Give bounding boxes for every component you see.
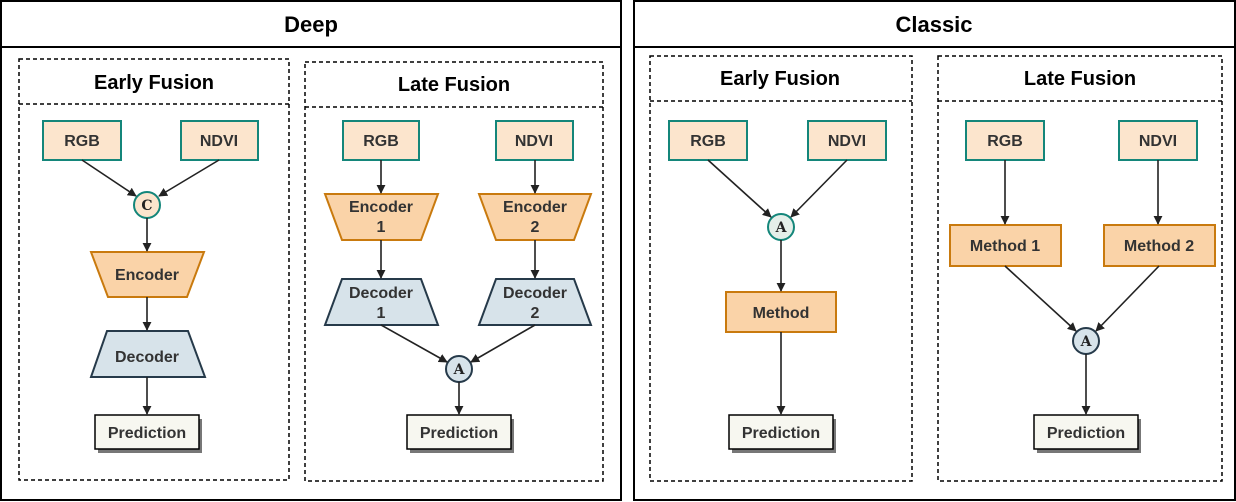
deep-early-rgb-label: RGB: [64, 133, 100, 150]
classic-early-fusion-group: Early Fusion RGB NDVI A Method Predictio…: [649, 55, 913, 482]
classic-early-prediction-label: Prediction: [742, 425, 820, 442]
edge-classic-late-method-2-to-aggregate: [1095, 265, 1160, 332]
deep-late-encoder-1-label-line2: 1: [377, 219, 386, 236]
deep-panel: Deep Early Fusion RGB NDVI C Encoder Dec…: [0, 0, 622, 501]
deep-late-decoder-1-node: [323, 278, 440, 326]
deep-early-ndvi-label: NDVI: [200, 133, 238, 150]
classic-late-fusion-title: Late Fusion: [1024, 68, 1136, 90]
deep-late-ndvi-label: NDVI: [515, 133, 553, 150]
deep-late-decoder-2-label-line1: Decoder: [503, 285, 567, 302]
deep-early-fusion-box: [18, 58, 290, 481]
deep-early-decoder-label: Decoder: [115, 349, 179, 366]
deep-late-decoder-2-node: [477, 278, 593, 326]
deep-late-ndvi-node: [495, 120, 574, 161]
classic-early-fusion-title: Early Fusion: [720, 68, 840, 90]
deep-late-decoder-2-label-line2: 2: [531, 305, 540, 322]
deep-late-fusion-title: Late Fusion: [398, 74, 510, 96]
edge-deep-late-decoder-2-to-aggregate: [470, 324, 536, 363]
deep-late-encoder-1-node: [323, 193, 440, 241]
edge-classic-early-ndvi-to-aggregate: [790, 159, 848, 218]
deep-late-fusion-group: Late Fusion RGB NDVI Encoder 1 Encoder 2…: [304, 61, 604, 482]
deep-late-rgb-node: [342, 120, 420, 161]
edge-classic-late-method-1-to-aggregate: [1004, 265, 1077, 332]
deep-early-prediction-label: Prediction: [108, 425, 186, 442]
classic-early-prediction-node: [728, 414, 834, 450]
classic-early-rgb-label: RGB: [690, 133, 726, 150]
deep-early-encoder-node: [89, 251, 206, 298]
edge-classic-early-rgb-to-aggregate: [707, 159, 772, 218]
classic-late-ndvi-label: NDVI: [1139, 133, 1177, 150]
deep-late-decoder-1-label-line1: Decoder: [349, 285, 413, 302]
classic-late-method-2-label: Method 2: [1124, 238, 1194, 255]
deep-late-decoder-1-label-line2: 1: [377, 305, 386, 322]
edge-deep-early-rgb-to-concat: [81, 159, 137, 197]
classic-late-fusion-box: [937, 55, 1223, 482]
deep-early-fusion-group: Early Fusion RGB NDVI C Encoder Decoder …: [18, 58, 290, 481]
classic-late-method-1-label: Method 1: [970, 238, 1040, 255]
deep-late-encoder-1-label-line1: Encoder: [349, 199, 413, 216]
deep-late-aggregate-label: A: [453, 362, 466, 378]
classic-late-rgb-node: [965, 120, 1045, 161]
classic-late-rgb-label: RGB: [987, 133, 1023, 150]
classic-panel: Classic Early Fusion RGB NDVI A Method P…: [633, 0, 1236, 501]
deep-early-rgb-node: [42, 120, 122, 161]
deep-late-fusion-box: [304, 61, 604, 482]
deep-late-encoder-2-label-line1: Encoder: [503, 199, 567, 216]
classic-panel-title: Classic: [895, 12, 972, 37]
edge-deep-late-decoder-1-to-aggregate: [380, 324, 448, 363]
classic-late-prediction-label: Prediction: [1047, 425, 1125, 442]
edge-deep-early-ndvi-to-concat: [158, 159, 220, 197]
deep-early-prediction-node: [94, 414, 200, 450]
deep-early-decoder-node: [89, 330, 207, 378]
classic-early-rgb-node: [668, 120, 748, 161]
classic-early-method-label: Method: [753, 305, 810, 322]
classic-early-method-node: [725, 291, 837, 333]
deep-early-encoder-label: Encoder: [115, 267, 179, 284]
deep-late-encoder-2-label-line2: 2: [531, 219, 540, 236]
classic-early-ndvi-label: NDVI: [828, 133, 866, 150]
deep-late-prediction-node: [406, 414, 512, 450]
deep-late-encoder-2-node: [477, 193, 593, 241]
classic-late-aggregate-label: A: [1080, 334, 1093, 350]
classic-late-method-2-node: [1103, 224, 1216, 267]
deep-panel-title: Deep: [284, 12, 338, 37]
deep-late-prediction-label: Prediction: [420, 425, 498, 442]
deep-early-fusion-title: Early Fusion: [94, 72, 214, 94]
deep-early-ndvi-node: [180, 120, 259, 161]
deep-late-rgb-label: RGB: [363, 133, 399, 150]
classic-late-fusion-group: Late Fusion RGB NDVI Method 1 Method 2 A…: [937, 55, 1223, 482]
deep-early-concat-label: C: [141, 198, 152, 214]
classic-late-method-1-node: [949, 224, 1062, 267]
classic-early-aggregate-label: A: [775, 220, 788, 236]
classic-late-prediction-node: [1033, 414, 1139, 450]
